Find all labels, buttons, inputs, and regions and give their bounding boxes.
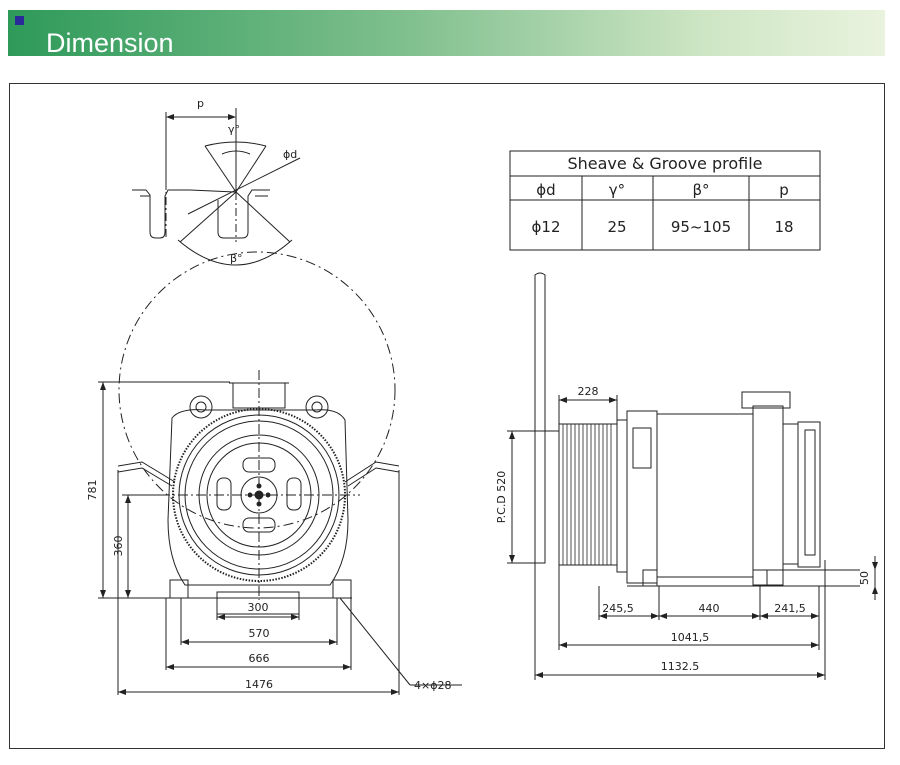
dim-1132-5: 1132.5 xyxy=(661,660,700,673)
dim-570: 570 xyxy=(249,627,270,640)
page-title: Dimension xyxy=(46,28,174,58)
side-view xyxy=(507,272,878,680)
dim-360: 360 xyxy=(112,536,125,557)
table-header-beta: β° xyxy=(692,181,709,199)
label-p: p xyxy=(197,97,204,110)
table-header-phi-d: ϕd xyxy=(536,181,555,199)
table-cell-p: 18 xyxy=(774,218,793,236)
dim-holes: 4×ϕ28 xyxy=(414,679,451,692)
groove-table xyxy=(509,150,821,251)
label-phi-d: ϕd xyxy=(283,148,297,161)
dim-1041-5: 1041,5 xyxy=(671,631,710,644)
table-cell-beta: 95~105 xyxy=(671,218,731,236)
front-view xyxy=(98,251,462,695)
dim-245-5: 245,5 xyxy=(602,602,634,615)
groove-detail xyxy=(132,108,301,266)
dim-228: 228 xyxy=(578,385,599,398)
table-header-p: p xyxy=(779,181,789,199)
label-beta: β° xyxy=(230,252,243,265)
table-title: Sheave & Groove profile xyxy=(567,154,762,173)
dim-781: 781 xyxy=(86,480,99,501)
dim-300: 300 xyxy=(248,601,269,614)
drawing-frame xyxy=(9,83,885,749)
dim-241-5: 241,5 xyxy=(774,602,806,615)
dim-50: 50 xyxy=(858,571,871,585)
table-cell-gamma: 25 xyxy=(607,218,626,236)
label-gamma: γ° xyxy=(228,123,240,136)
dim-440: 440 xyxy=(699,602,720,615)
dim-1476: 1476 xyxy=(245,678,273,691)
table-cell-phi-d: ϕ12 xyxy=(532,218,561,236)
dim-pcd-520: P.C.D 520 xyxy=(495,471,508,524)
dim-666: 666 xyxy=(249,652,270,665)
header-marker-icon xyxy=(15,16,24,25)
table-header-gamma: γ° xyxy=(609,181,625,199)
header-banner: Dimension xyxy=(8,10,885,58)
